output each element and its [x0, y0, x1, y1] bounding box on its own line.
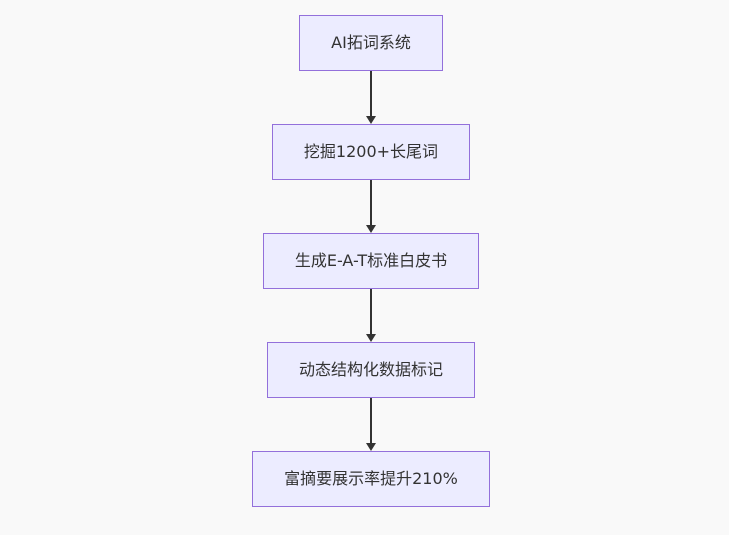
- arrowhead-down-icon: [366, 225, 376, 233]
- flow-arrow-line: [370, 71, 372, 116]
- flow-arrow-A-to-B: [366, 71, 376, 124]
- flow-arrow-D-to-E: [366, 398, 376, 451]
- flow-arrow-line: [370, 398, 372, 443]
- flow-node-label: 挖掘1200+长尾词: [303, 142, 439, 161]
- flow-node-C: 生成E-A-T标准白皮书: [262, 233, 480, 289]
- flow-node-label: AI拓词系统: [331, 33, 411, 52]
- flow-node-label: 生成E-A-T标准白皮书: [294, 251, 448, 270]
- arrowhead-down-icon: [366, 116, 376, 124]
- flow-arrow-line: [370, 180, 372, 225]
- flow-node-label: 富摘要展示率提升210%: [284, 469, 458, 488]
- flow-node-label: 动态结构化数据标记: [298, 360, 443, 379]
- arrowhead-down-icon: [366, 334, 376, 342]
- flow-arrow-line: [370, 289, 372, 334]
- flow-arrow-B-to-C: [366, 180, 376, 233]
- flowchart-column: AI拓词系统挖掘1200+长尾词生成E-A-T标准白皮书动态结构化数据标记富摘要…: [13, 0, 729, 507]
- arrowhead-down-icon: [366, 443, 376, 451]
- flow-arrow-C-to-D: [366, 289, 376, 342]
- flow-node-B: 挖掘1200+长尾词: [271, 124, 471, 180]
- flow-node-D: 动态结构化数据标记: [266, 342, 475, 398]
- flow-node-E: 富摘要展示率提升210%: [252, 451, 490, 507]
- flow-node-A: AI拓词系统: [299, 15, 443, 71]
